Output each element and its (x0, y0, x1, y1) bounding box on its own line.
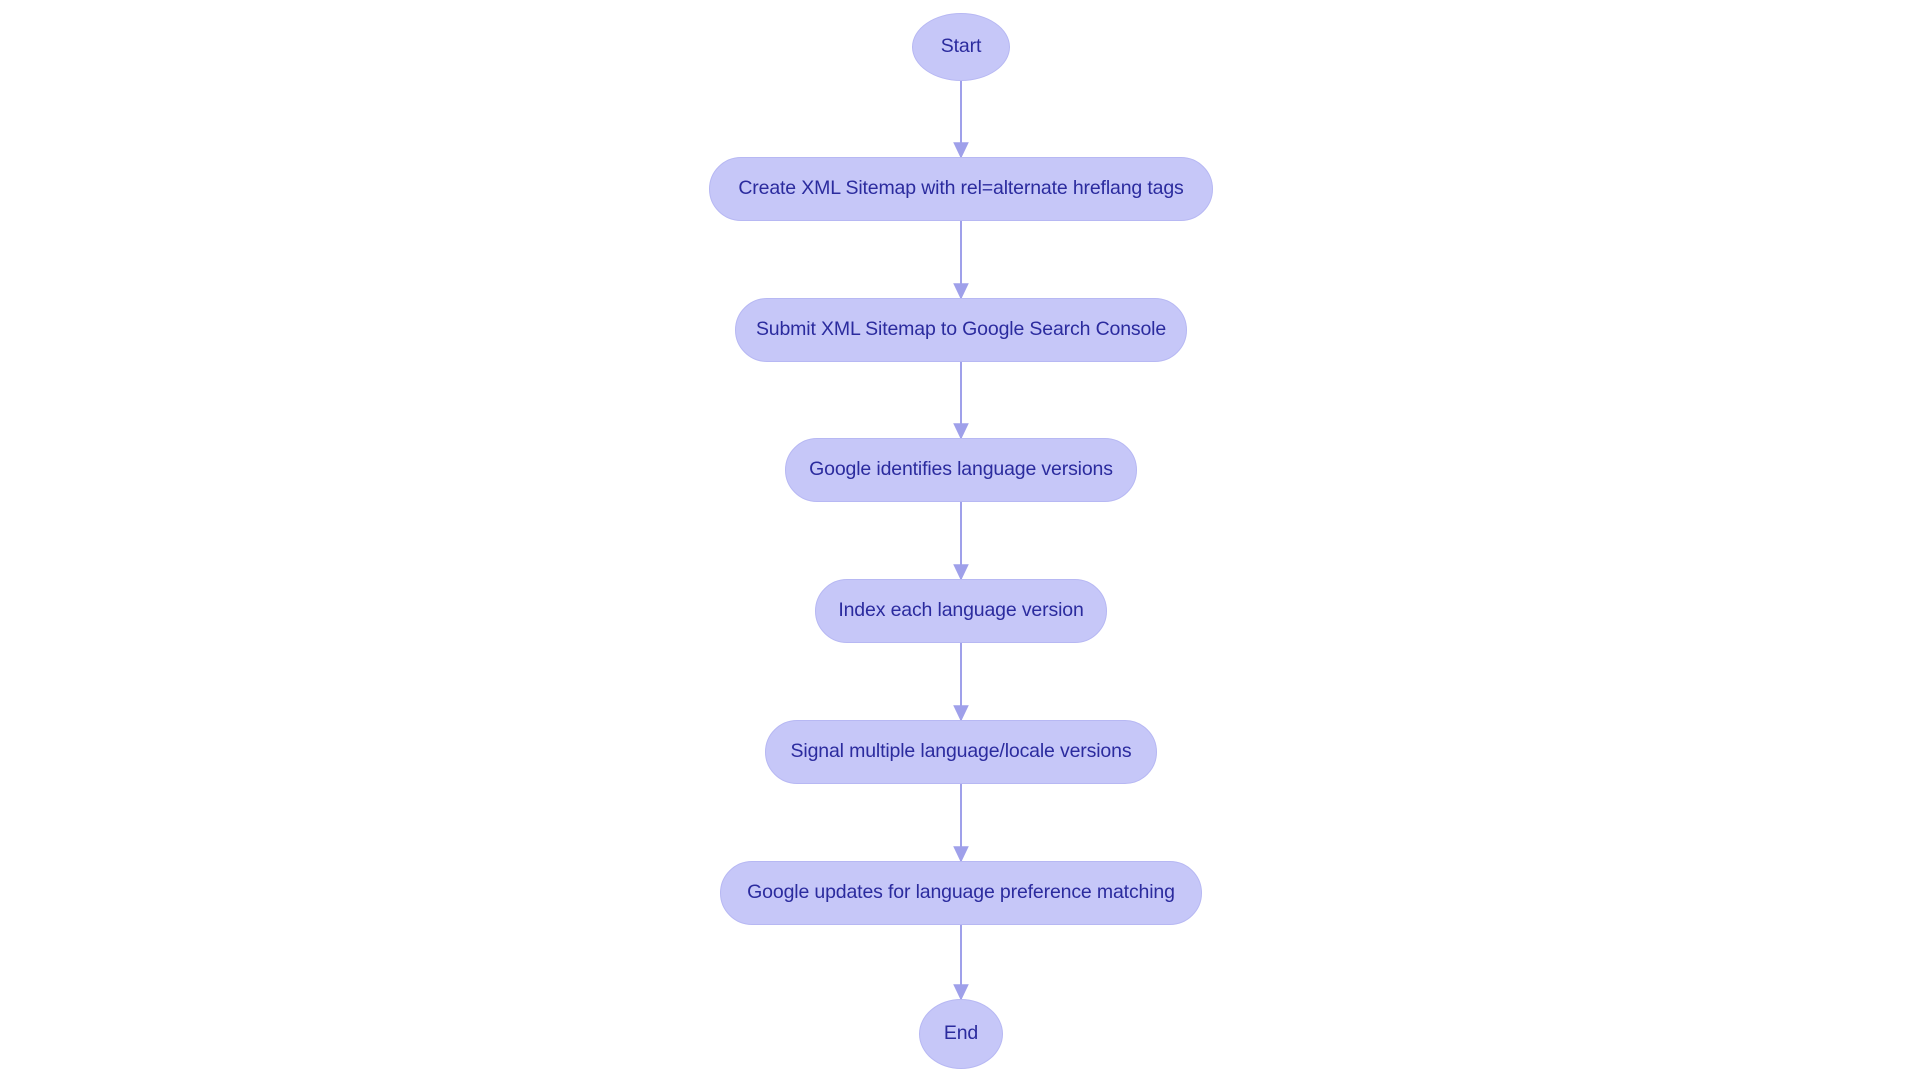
flow-node-label: Create XML Sitemap with rel=alternate hr… (738, 177, 1184, 200)
flow-node-label: Google updates for language preference m… (747, 881, 1175, 904)
flow-node-end[interactable]: End (919, 999, 1003, 1069)
flow-node-label: Index each language version (838, 599, 1084, 622)
flow-node-label: End (943, 1022, 979, 1045)
flow-node-label: Start (940, 35, 982, 58)
flow-node-create-sitemap[interactable]: Create XML Sitemap with rel=alternate hr… (709, 157, 1213, 221)
flow-node-google-updates[interactable]: Google updates for language preference m… (720, 861, 1202, 925)
flow-node-identify-versions[interactable]: Google identifies language versions (785, 438, 1137, 502)
flow-node-signal-versions[interactable]: Signal multiple language/locale versions (765, 720, 1157, 784)
flow-node-index-versions[interactable]: Index each language version (815, 579, 1107, 643)
flow-node-label: Submit XML Sitemap to Google Search Cons… (755, 318, 1167, 341)
flow-node-submit-sitemap[interactable]: Submit XML Sitemap to Google Search Cons… (735, 298, 1187, 362)
flow-node-label: Google identifies language versions (809, 458, 1113, 481)
flow-node-start[interactable]: Start (912, 13, 1010, 81)
flow-node-label: Signal multiple language/locale versions (790, 740, 1132, 763)
